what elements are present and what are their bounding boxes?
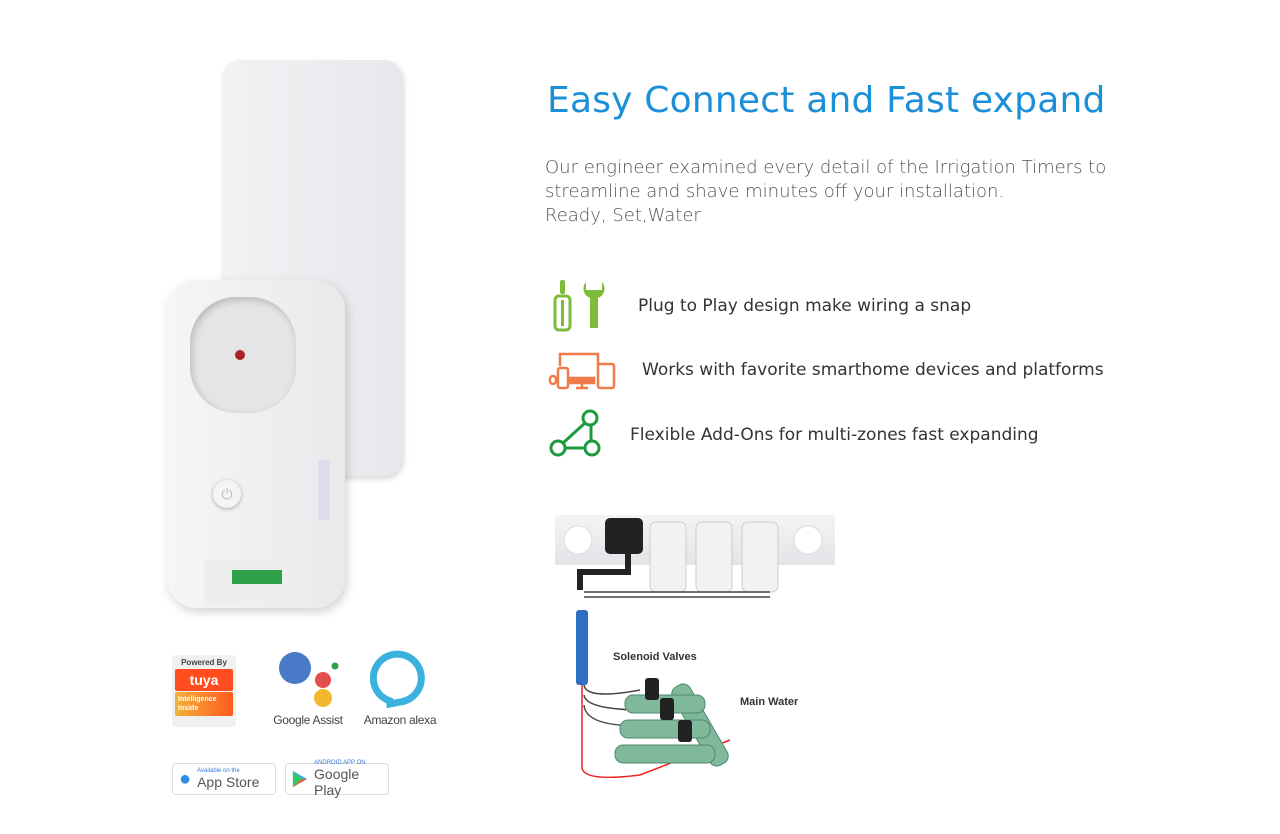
power-icon: ⏻ bbox=[213, 480, 241, 508]
google-play-small: ANDROID APP ON bbox=[314, 760, 366, 766]
google-assist-label: Google Assist bbox=[273, 713, 343, 727]
tuya-sub2: Inside bbox=[178, 705, 199, 712]
main-water-label: Main Water bbox=[740, 696, 799, 708]
google-assistant-badge: Google Assist bbox=[268, 650, 348, 727]
apple-icon: ● bbox=[179, 767, 192, 790]
feature-label: Flexible Add-Ons for multi-zones fast ex… bbox=[630, 425, 1039, 445]
tools-icon bbox=[553, 280, 605, 332]
terminal-connector bbox=[232, 570, 282, 584]
google-assistant-icon bbox=[279, 652, 339, 707]
desc-line: streamline and shave minutes off your in… bbox=[545, 181, 1005, 202]
google-play-big: Google Play bbox=[314, 766, 360, 798]
wiring-diagram bbox=[563, 518, 823, 779]
alexa-icon bbox=[369, 650, 425, 709]
description: Our engineer examined every detail of th… bbox=[545, 156, 1106, 228]
feature-item: Flexible Add-Ons for multi-zones fast ex… bbox=[548, 408, 1039, 462]
alexa-badge: Amazon alexa bbox=[362, 648, 438, 727]
page-title: Easy Connect and Fast expand bbox=[547, 80, 1106, 121]
tuya-brand: tuya bbox=[175, 669, 233, 691]
feature-item: Works with favorite smarthome devices an… bbox=[548, 350, 1104, 390]
desc-line: Ready, Set,Water bbox=[545, 205, 701, 226]
app-store-big: App Store bbox=[197, 774, 260, 790]
google-play-icon bbox=[292, 770, 308, 788]
devices-icon bbox=[548, 352, 616, 390]
led-indicator bbox=[235, 350, 245, 360]
side-port bbox=[318, 460, 330, 520]
network-icon bbox=[549, 409, 601, 457]
feature-item: Plug to Play design make wiring a snap bbox=[548, 280, 971, 332]
solenoid-valves-label: Solenoid Valves bbox=[613, 651, 697, 663]
tuya-sub1: Intelligence bbox=[178, 696, 217, 703]
feature-label: Works with favorite smarthome devices an… bbox=[642, 360, 1104, 380]
desc-line: Our engineer examined every detail of th… bbox=[545, 157, 1107, 178]
alexa-label: Amazon alexa bbox=[363, 713, 437, 727]
feature-label: Plug to Play design make wiring a snap bbox=[638, 296, 972, 316]
app-store-small: Available on the bbox=[197, 768, 240, 774]
wall-socket-strip bbox=[555, 515, 835, 565]
tuya-top: Powered By bbox=[181, 658, 227, 667]
